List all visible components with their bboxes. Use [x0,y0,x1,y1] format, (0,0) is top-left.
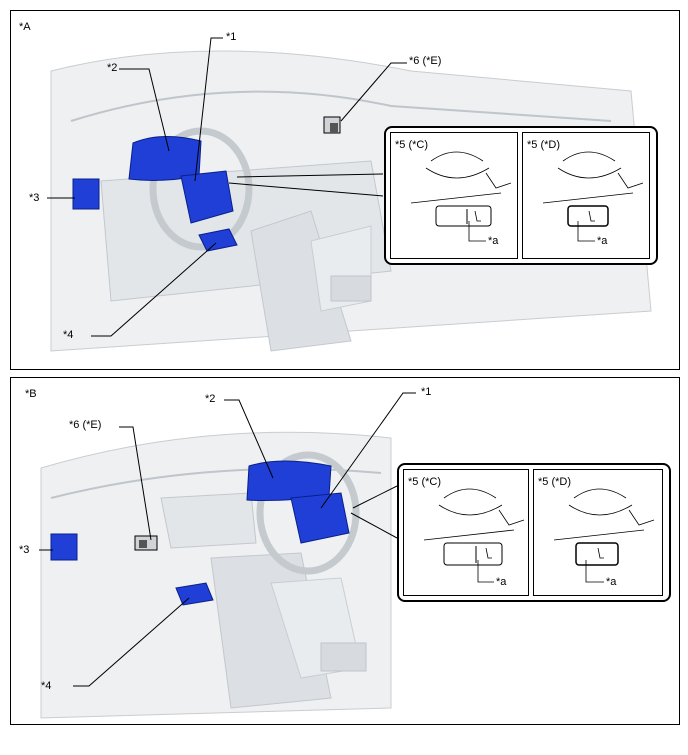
panel-b-label: *B [25,388,37,400]
detail-c-label: *5 (*C) [408,476,442,488]
detail-d-label: *5 (*D) [527,139,561,151]
ecu-part [198,228,238,252]
side-panel-part [50,533,78,561]
detail-d-a: *a [597,235,608,247]
steering-switch-d [575,542,619,566]
ecu-part [175,582,214,606]
detail-d-a: *a [606,576,617,588]
steering-pad-part [180,170,234,224]
combination-meter-part [128,135,202,181]
callout-1: *1 [226,31,237,43]
switch-part [134,535,158,551]
callout-6: *6 (*E) [69,419,102,431]
panel-a-label: *A [19,21,31,33]
detail-view-d: *5 (*D) *a [522,132,650,259]
callout-2: *2 [107,62,118,74]
panel-b: *B *1 *2 *3 *4 *6 (*E) *5 (*C) *a *5 (*D… [10,377,680,725]
panel-b-interior-illustration [39,392,416,719]
steering-switch-c [443,542,503,566]
callout-4: *4 [41,680,52,692]
switch-part [323,116,341,134]
detail-view-c: *5 (*C) *a [390,132,518,259]
callout-2: *2 [205,393,216,405]
callout-3: *3 [19,544,30,556]
side-panel-part [72,178,100,210]
detail-c-a: *a [496,576,507,588]
callout-3: *3 [29,192,40,204]
detail-c-illustration [410,151,512,242]
callout-1: *1 [421,386,432,398]
detail-d-illustration [542,151,644,242]
detail-d-label: *5 (*D) [538,476,572,488]
detail-c-illustration [423,488,525,583]
steering-switch-d [567,205,609,227]
steering-switch-c [435,205,492,227]
detail-c-a: *a [488,235,499,247]
detail-c-label: *5 (*C) [395,139,429,151]
detail-view-c: *5 (*C) *a [403,469,529,596]
callout-6: *6 (*E) [409,55,442,67]
steering-pad-part [290,492,350,544]
combination-meter-part [246,460,332,501]
panel-a: *A *1 *2 *3 *4 *6 (*E) *5 (*C) *a *5 (*D… [10,10,680,370]
panel-b-detail-inset: *5 (*C) *a *5 (*D) [397,463,671,602]
detail-view-d: *5 (*D) *a [533,469,663,596]
callout-4: *4 [63,329,74,341]
detail-d-illustration [553,488,655,583]
panel-a-detail-inset: *5 (*C) *a *5 (*D) [384,126,658,265]
